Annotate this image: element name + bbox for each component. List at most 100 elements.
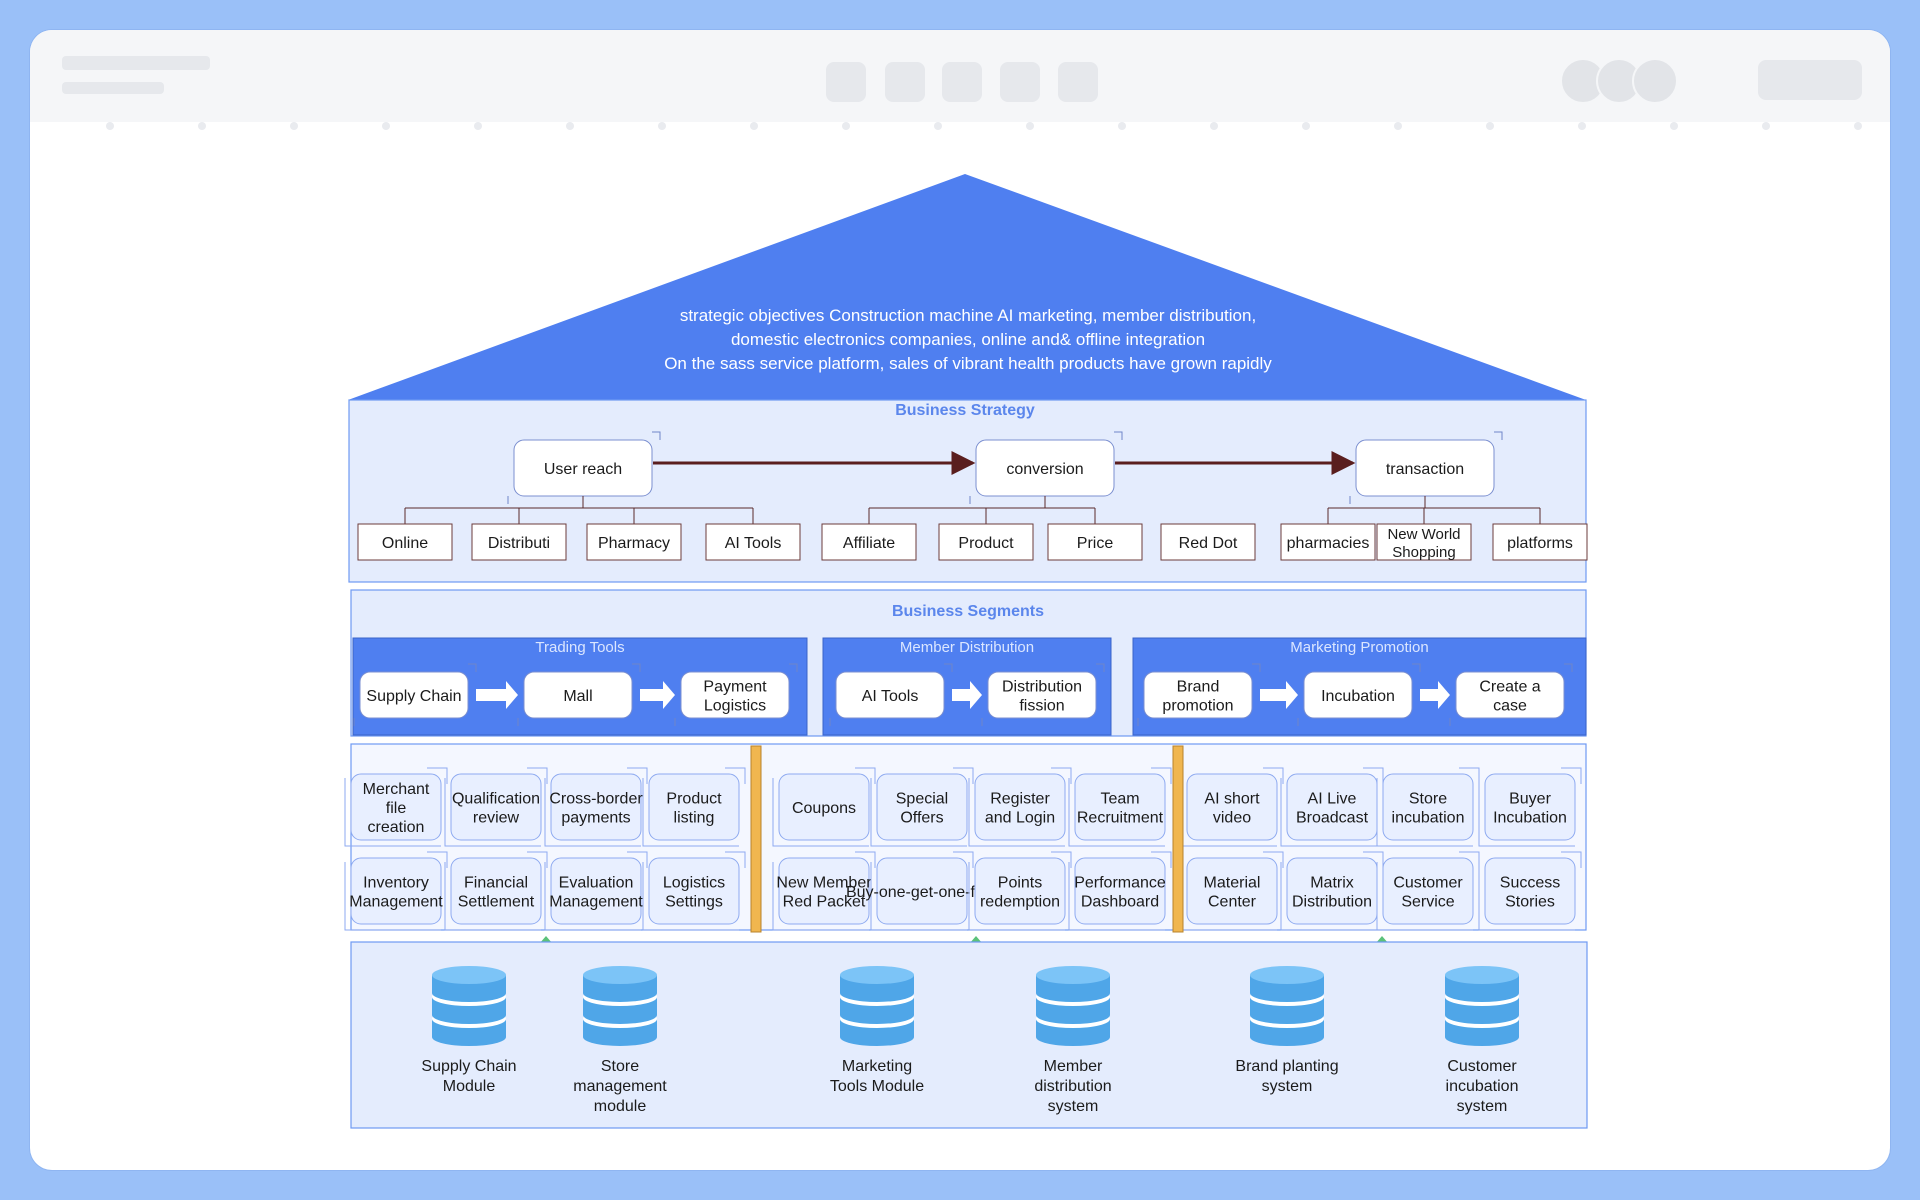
feature-box-corner: [1151, 767, 1172, 784]
segment-item-box-corner: [1564, 663, 1573, 672]
feature-box: [1280, 851, 1384, 931]
feature-box-corner: [527, 767, 548, 784]
feature-box-shadow: [642, 778, 739, 847]
toolbar-button-2[interactable]: [885, 62, 925, 102]
avatar-3[interactable]: [1632, 58, 1678, 104]
segment-item-box-body: [359, 671, 469, 719]
toolbar-button-3[interactable]: [942, 62, 982, 102]
database-disc: [583, 966, 657, 984]
feature-box-corner: [953, 851, 974, 868]
ruler-dot: [382, 122, 390, 130]
database-icon: [840, 966, 914, 1046]
system-label: Customer: [1447, 1058, 1517, 1075]
feature-box-corner: [1561, 851, 1582, 868]
feature-box-corner: [427, 851, 448, 868]
system-label: management: [573, 1078, 667, 1095]
feature-label: Buyer: [1509, 791, 1551, 808]
ruler-dot: [1854, 122, 1862, 130]
strategy-child-box: [471, 523, 567, 561]
segment-item-box: [829, 663, 953, 726]
segment-item-box: [517, 663, 641, 726]
segment-item-label: Create a: [1479, 679, 1540, 696]
segment-item-label: Distribution: [1002, 679, 1082, 696]
system-label: system: [1262, 1078, 1313, 1095]
segment-item-box: [674, 663, 798, 726]
system-label: Module: [443, 1078, 496, 1095]
ruler-dot: [1118, 122, 1126, 130]
ruler-dot: [290, 122, 298, 130]
feature-box-corner: [427, 767, 448, 784]
feature-label: Center: [1208, 894, 1257, 911]
feature-box-corner: [855, 767, 876, 784]
title-placeholder: [62, 56, 210, 70]
roof-text-line: domestic electronics companies, online a…: [731, 330, 1205, 349]
strategy-child-label: Product: [958, 535, 1014, 552]
architecture-diagram: strategic objectives Construction machin…: [344, 174, 1588, 1129]
segment-item-box-body: [1143, 671, 1253, 719]
strategy-stage-box-corner: [1494, 431, 1503, 440]
segment-item-label: AI Tools: [862, 688, 919, 705]
segment-item-box-corner: [1096, 663, 1105, 672]
feature-box-shadow: [968, 778, 1065, 847]
strategy-child-label: Pharmacy: [598, 535, 670, 552]
strategy-child-box: [1160, 523, 1256, 561]
strategy-child-box: [1280, 523, 1376, 561]
feature-label: Offers: [900, 810, 943, 827]
segment-item-box-corner: [789, 663, 798, 672]
feature-box-shadow: [772, 778, 869, 847]
pillar: [1172, 745, 1184, 933]
feature-box: [344, 851, 448, 931]
feature-label: Broadcast: [1296, 810, 1369, 827]
feature-box-body: [876, 857, 968, 925]
ruler-dot: [1578, 122, 1586, 130]
toolbar-button-5[interactable]: [1058, 62, 1098, 102]
segment-item-label: Mall: [563, 688, 592, 705]
app-window: strategic objectives Construction machin…: [30, 30, 1890, 1170]
toolbar-button-4[interactable]: [1000, 62, 1040, 102]
strategy-child-box: [1376, 523, 1472, 561]
feature-box-body: [1484, 773, 1576, 841]
feature-label: Management: [349, 894, 443, 911]
feature-label: Special: [896, 791, 948, 808]
feature-box-shadow: [1280, 778, 1377, 847]
strategy-child-label: Affiliate: [843, 535, 895, 552]
feature-label: Customer: [1393, 875, 1463, 892]
strategy-child-label: Price: [1077, 535, 1114, 552]
segment-item-box-body: [835, 671, 945, 719]
feature-label: Material: [1204, 875, 1261, 892]
segment-flow-arrow: [1420, 681, 1450, 709]
toolbar-button-1[interactable]: [826, 62, 866, 102]
system-label: system: [1457, 1098, 1508, 1115]
segment-item-label: case: [1493, 698, 1527, 715]
feature-box-shadow: [1068, 862, 1165, 931]
database-icon: [1036, 966, 1110, 1046]
share-button[interactable]: [1758, 60, 1862, 100]
toolbar: [30, 30, 1890, 122]
feature-box-corner: [1051, 767, 1072, 784]
feature-box-shadow: [344, 778, 441, 847]
segment-flow-arrow: [952, 681, 982, 709]
feature-label: Red Packet: [783, 894, 866, 911]
feature-label: Financial: [464, 875, 528, 892]
feature-box-body: [1382, 857, 1474, 925]
strategy-child-box: [1492, 523, 1588, 561]
database-disc: [1036, 966, 1110, 984]
segment-item-box-body: [523, 671, 633, 719]
strategy-child-label: platforms: [1507, 535, 1573, 552]
strategy-stage-box-corner: [652, 431, 661, 440]
database-disc: [1445, 966, 1519, 984]
feature-box-corner: [953, 767, 974, 784]
feature-label: Team: [1100, 791, 1139, 808]
strategy-child-box: [586, 523, 682, 561]
feature-label: Points: [998, 875, 1042, 892]
feature-box-body: [974, 773, 1066, 841]
system-label: distribution: [1034, 1078, 1111, 1095]
feature-box-corner: [725, 767, 746, 784]
feature-label: Merchant: [363, 781, 430, 798]
segment-item-box: [1449, 663, 1573, 726]
feature-box-body: [648, 857, 740, 925]
ruler-dot: [198, 122, 206, 130]
feature-label: video: [1213, 810, 1251, 827]
ruler-dot: [1670, 122, 1678, 130]
feature-box-corner: [627, 767, 648, 784]
